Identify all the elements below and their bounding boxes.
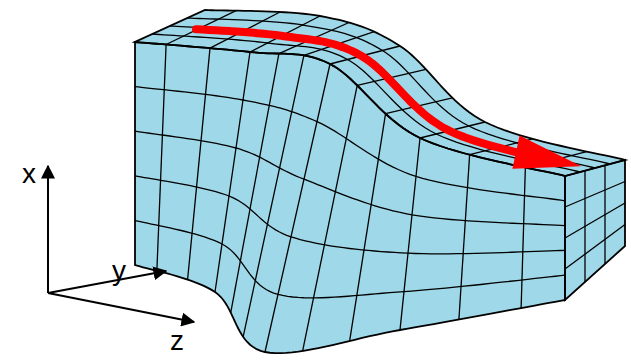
- mesh-line: [188, 48, 210, 279]
- block-outline: [135, 10, 625, 353]
- axis-label: y: [112, 257, 126, 285]
- z-axis: [48, 293, 194, 322]
- axis-label: z: [170, 327, 184, 355]
- flow-arrowhead: [512, 136, 581, 169]
- mesh-grid: [135, 11, 625, 352]
- mesh-line: [231, 54, 279, 313]
- mesh-line: [459, 155, 470, 320]
- mesh-line: [565, 225, 625, 270]
- mesh-line: [303, 85, 358, 351]
- end-face: [565, 160, 625, 300]
- front-face: [135, 42, 565, 353]
- axis-label: x: [22, 160, 36, 188]
- mesh-line: [400, 138, 420, 330]
- mesh-line: [350, 114, 386, 341]
- mesh-line: [565, 182, 625, 208]
- mesh-line: [135, 220, 565, 297]
- mesh-line: [135, 176, 565, 254]
- mesh-line: [565, 203, 625, 238]
- mesh-line: [135, 87, 565, 201]
- x-axis: [47, 166, 49, 293]
- mesh-line: [215, 52, 250, 292]
- flow-arrow: [196, 29, 516, 152]
- mesh-line: [243, 55, 304, 337]
- y-axis: [48, 271, 166, 293]
- mesh-line: [157, 45, 166, 271]
- mesh-line: [521, 167, 525, 308]
- axes: [48, 166, 194, 322]
- mesh-line: [170, 26, 595, 168]
